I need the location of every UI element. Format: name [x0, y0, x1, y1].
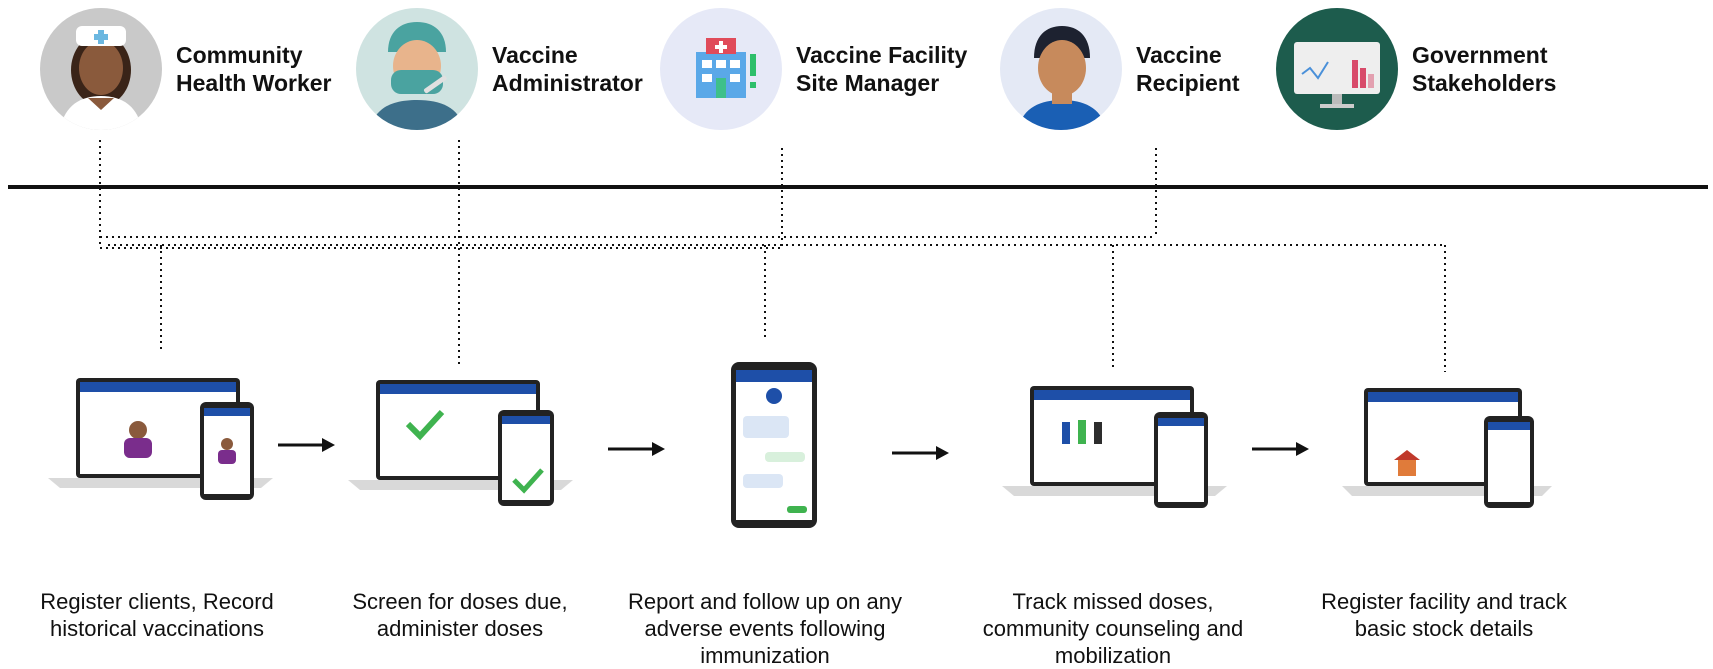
step-caption: Screen for doses due, administer doses: [352, 589, 568, 641]
separator-line: [8, 185, 1708, 189]
persona-vaccine-recipient: Vaccine Recipient: [1000, 8, 1240, 130]
phone-chat-illustration: [727, 362, 821, 530]
persona-label: Government Stakeholders: [1412, 42, 1557, 96]
persona-label: Vaccine Facility Site Manager: [796, 42, 968, 96]
laptop-phone-registration-illustration: [48, 378, 273, 502]
step-caption: Register facility and track basic stock …: [1321, 589, 1567, 641]
step-caption: Report and follow up on any adverse even…: [628, 589, 902, 668]
persona-site-manager: Vaccine Facility Site Manager: [660, 8, 967, 130]
man-avatar-icon: [1000, 8, 1122, 130]
laptop-phone-counseling-illustration: [1002, 386, 1227, 510]
step-caption: Register clients, Record historical vacc…: [40, 589, 274, 641]
persona-label: Community Health Worker: [176, 42, 332, 96]
laptop-phone-facility-illustration: [1342, 388, 1552, 510]
arrow-right-icon: [1252, 442, 1309, 456]
persona-vaccine-administrator: Vaccine Administrator: [356, 8, 643, 130]
nurse-avatar-icon: [40, 8, 162, 130]
step-caption: Track missed doses, community counseling…: [982, 589, 1244, 668]
laptop-phone-checkmark-illustration: [348, 380, 573, 508]
arrow-right-icon: [892, 446, 949, 460]
persona-government-stakeholders: Government Stakeholders: [1276, 8, 1556, 130]
doctor-avatar-icon: [356, 8, 478, 130]
hospital-building-icon: [660, 8, 782, 130]
persona-community-health-worker: Community Health Worker: [40, 8, 332, 130]
persona-label: Vaccine Administrator: [492, 42, 643, 96]
persona-label: Vaccine Recipient: [1136, 42, 1240, 96]
arrow-right-icon: [608, 442, 665, 456]
arrow-right-icon: [278, 438, 335, 452]
dashboard-monitor-icon: [1276, 8, 1398, 130]
